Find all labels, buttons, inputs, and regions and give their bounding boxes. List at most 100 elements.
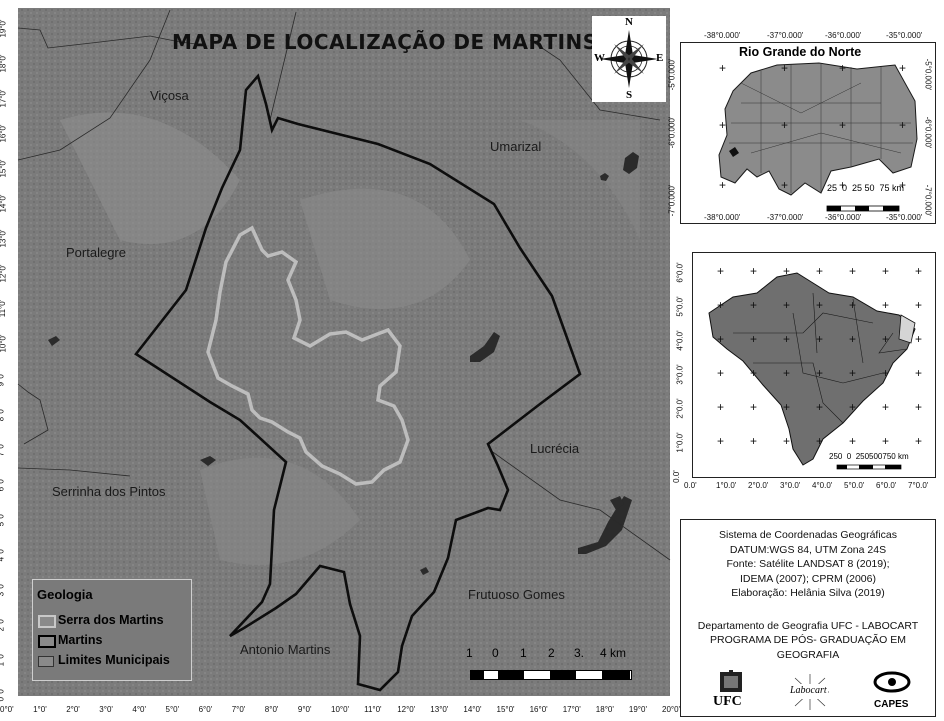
scale-bar: 1 0 1 2 3. 4 km (462, 646, 642, 686)
legend-label-martins: Martins (58, 633, 103, 647)
grid-cross: + (783, 366, 790, 380)
scale-label: 4 km (600, 646, 627, 660)
labocart-logo: Labocart (785, 670, 835, 714)
grid-cross: + (717, 332, 724, 346)
legend-swatch-martins (38, 635, 56, 648)
bottom-tick-label: 6°0' (198, 705, 213, 714)
left-tick-label: 7°0' (0, 442, 6, 456)
grid-cross: + (849, 332, 856, 346)
grid-cross: + (915, 366, 922, 380)
left-tick-label: 10°0' (0, 334, 8, 354)
grid-cross: + (783, 434, 790, 448)
rn-inset-title: Rio Grande do Norte (739, 45, 862, 59)
place-umarizal: Umarizal (490, 139, 542, 154)
compass-rose: N S W E (592, 16, 666, 102)
scale-label: 1 (466, 646, 473, 660)
rn-left-tick: -7°0.000' (667, 184, 677, 217)
rn-bottom-tick: -38°0.000' (704, 213, 741, 222)
legend-swatch-serra (38, 615, 56, 628)
brazil-bottom-tick: 3°0.0' (780, 481, 801, 490)
grid-cross: + (849, 400, 856, 414)
bottom-tick-label: 19°0' (628, 705, 647, 714)
grid-cross: + (882, 264, 889, 278)
brazil-bottom-tick: 5°0.0' (844, 481, 865, 490)
bottom-tick-label: 3°0' (99, 705, 113, 714)
rn-top-tick: -35°0.000' (886, 31, 923, 40)
left-tick-label: 4°0' (0, 547, 6, 562)
grid-cross: + (849, 298, 856, 312)
svg-text:+: + (839, 61, 846, 75)
capes-eye-icon (873, 671, 911, 693)
bottom-tick-label: 7°0' (231, 705, 246, 714)
svg-text:+: + (781, 61, 788, 75)
bottom-tick-label: 15°0' (496, 705, 515, 714)
compass-n: N (625, 16, 633, 28)
grid-cross: + (915, 400, 922, 414)
grid-cross: + (915, 332, 922, 346)
grid-cross: + (750, 400, 757, 414)
grid-cross: + (849, 264, 856, 278)
bottom-tick-label: 1°0' (33, 705, 47, 714)
rn-scale-label: 25 0 25 50 75 km (827, 183, 905, 193)
legend-label-serra: Serra dos Martins (58, 613, 164, 627)
left-tick-label: 17°0' (0, 89, 8, 108)
brazil-bottom-tick: 0.0' (684, 481, 697, 490)
capes-logo-text: CAPES (874, 699, 909, 710)
rn-inset: Rio Grande do Norte ++++ ++++ ++++ 25 0 … (680, 42, 936, 224)
credit-line: Sistema de Coordenadas Geográficas (718, 529, 898, 541)
left-tick-label: 14°0' (0, 194, 8, 213)
grid-cross: + (750, 434, 757, 448)
svg-text:+: + (719, 118, 726, 132)
brazil-left-tick: 0.0' (671, 470, 681, 483)
bottom-tick-label: 4°0' (132, 705, 147, 714)
svg-text:+: + (781, 178, 788, 192)
brazil-left-tick: 3°0.0' (675, 364, 685, 385)
credits-box: Sistema de Coordenadas Geográficas DATUM… (680, 519, 936, 717)
legend-swatch-limites (38, 656, 54, 667)
brazil-left-tick: 2°0.0' (675, 398, 685, 419)
bottom-tick-label: 16°0' (529, 705, 548, 714)
rn-left-tick: -5°0.000' (667, 58, 677, 91)
grid-cross: + (783, 400, 790, 414)
rn-bottom-tick: -36°0.000' (825, 213, 862, 222)
left-tick-label: 11°0' (0, 300, 8, 318)
grid-cross: + (750, 264, 757, 278)
grid-cross: + (882, 434, 889, 448)
grid-cross: + (717, 366, 724, 380)
left-tick-label: 19°0' (0, 19, 8, 38)
brazil-map: ++++++++++++++++++++++++++++++++++++++++… (708, 264, 922, 470)
capes-logo: CAPES (867, 670, 917, 714)
rn-right-tick: -6°0.000' (923, 116, 933, 149)
left-tick-label: 13°0' (0, 229, 8, 248)
compass-s: S (626, 89, 633, 101)
compass-rose-icon (600, 30, 658, 88)
brazil-scale-label: 250 0 250500750 km (829, 452, 909, 461)
svg-text:+: + (781, 118, 788, 132)
grid-cross: + (816, 366, 823, 380)
left-tick-label: 8°0' (0, 407, 6, 421)
left-tick-label: 0°0' (0, 687, 6, 702)
svg-text:+: + (839, 178, 846, 192)
bottom-tick-label: 12°0' (397, 705, 416, 714)
grid-cross: + (717, 264, 724, 278)
grid-cross: + (882, 298, 889, 312)
rn-right-tick: -5°0.000' (923, 58, 933, 91)
brazil-bottom-tick: 7°0.0' (908, 481, 929, 490)
grid-cross: + (816, 434, 823, 448)
brazil-left-tick: 6°0.0' (675, 262, 685, 283)
compass-e: E (656, 52, 664, 64)
grid-cross: + (717, 434, 724, 448)
grid-cross: + (882, 366, 889, 380)
svg-text:+: + (899, 118, 906, 132)
compass-w: W (594, 52, 605, 64)
left-tick-label: 16°0' (0, 124, 8, 143)
left-tick-label: 1°0' (0, 652, 6, 667)
brazil-bottom-tick: 6°0.0' (876, 481, 897, 490)
bottom-tick-label: 18°0' (595, 705, 614, 714)
place-antonio: Antonio Martins (240, 642, 331, 657)
rn-top-tick: -37°0.000' (767, 31, 804, 40)
grid-cross: + (816, 332, 823, 346)
grid-cross: + (816, 400, 823, 414)
ufc-logo: UFC (709, 670, 753, 714)
rn-bottom-tick: -35°0.000' (886, 213, 923, 222)
